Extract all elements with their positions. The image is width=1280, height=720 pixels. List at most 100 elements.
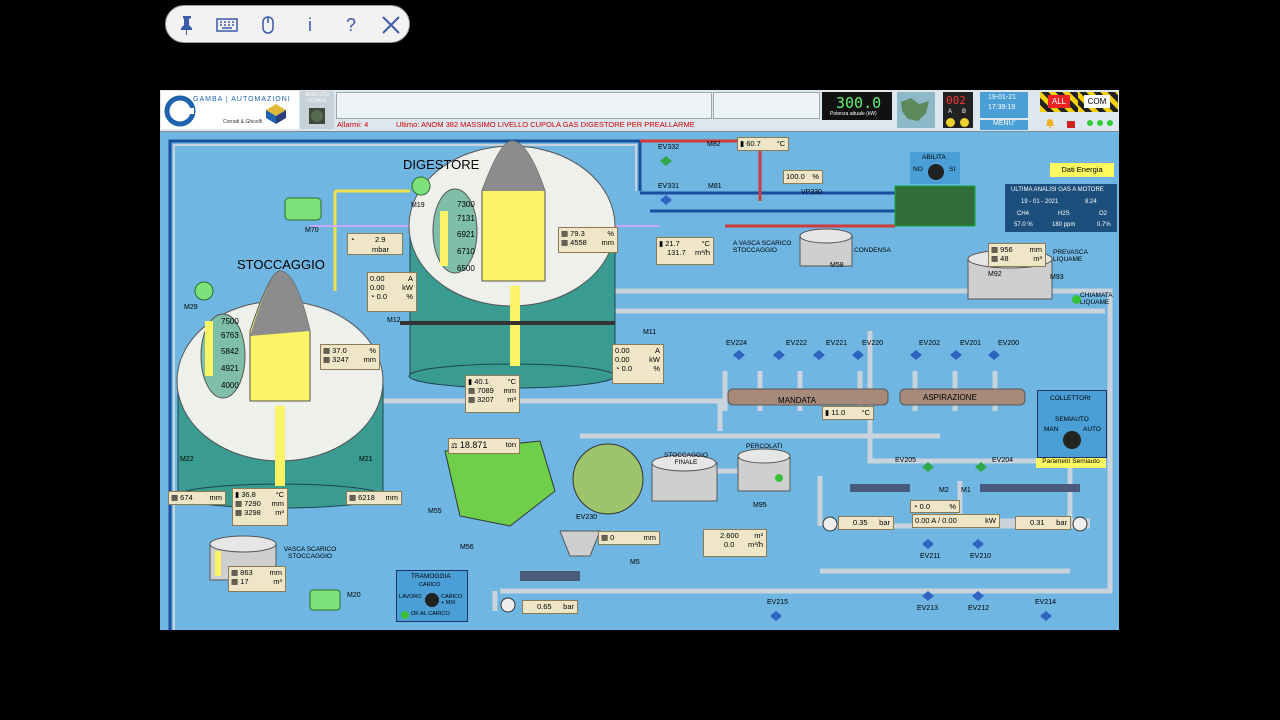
m82-label: M82 <box>707 141 721 148</box>
m19-label: M19 <box>411 202 425 209</box>
counter-value: 002 <box>946 94 966 107</box>
sto-scale-2: 5842 <box>221 347 239 356</box>
parametri-semiauto-button[interactable]: Parametri Semiauto <box>1036 458 1106 468</box>
collettori-panel[interactable]: COLLETTORI SEMIAUTO MAN AUTO <box>1037 390 1107 458</box>
vp330-readout[interactable]: 100.0% <box>783 170 823 184</box>
tramoggia-knob-icon <box>425 593 439 607</box>
mandata-temp-readout[interactable]: ▮ 11.0°C <box>822 406 874 420</box>
ev211-label[interactable]: EV211 <box>920 553 941 560</box>
last-alarm-text[interactable]: Ultimo: ANOM 382 MASSIMO LIVELLO CUPOLA … <box>396 120 695 129</box>
ev213-label[interactable]: EV213 <box>917 605 939 612</box>
gas-analysis-title: ULTIMA ANALISI GAS A MOTORE <box>1011 187 1104 193</box>
abilita-si: SI <box>949 166 956 173</box>
arresto-totale-button[interactable]: ARRESTO TOTALE <box>300 91 334 129</box>
mouse-icon[interactable] <box>255 12 281 38</box>
m21-label: M21 <box>359 456 373 463</box>
gas-temp-readout[interactable]: ▮ 60.7°C <box>737 137 789 151</box>
pin-icon[interactable] <box>174 12 200 38</box>
m12-label: M12 <box>387 317 401 324</box>
collettori-title: COLLETTORI <box>1050 395 1091 402</box>
keyboard-icon[interactable] <box>214 12 240 38</box>
date-text: 19-01-21 <box>988 94 1017 101</box>
chiamata-indicator-icon[interactable] <box>1072 295 1081 304</box>
map-icon[interactable] <box>897 92 935 128</box>
dati-energia-button[interactable]: Dati Energia <box>1050 163 1114 177</box>
alarm-light-icon[interactable] <box>1065 116 1077 134</box>
close-icon[interactable] <box>378 12 404 38</box>
percolati-label: PERCOLATI <box>746 443 783 450</box>
info-icon[interactable]: i <box>308 15 312 35</box>
power-label: Potenza attuale (kW) <box>830 111 877 117</box>
ev215-label[interactable]: EV215 <box>767 599 789 606</box>
gas-analysis-date: 19 - 01 - 2021 <box>1021 199 1059 205</box>
dig-scale-1: 7131 <box>457 214 475 223</box>
stoccaggio-title: STOCCAGGIO <box>237 257 325 272</box>
com-label: COM <box>1084 95 1110 108</box>
m1-label: M1 <box>961 487 971 494</box>
ev214-label[interactable]: EV214 <box>1035 599 1057 606</box>
ev200-label[interactable]: EV200 <box>998 340 1020 347</box>
ev201-label[interactable]: EV201 <box>960 340 982 347</box>
time-text: 17:39:19 <box>988 104 1016 111</box>
menu-button[interactable]: MENU' <box>980 120 1028 130</box>
ev210-label[interactable]: EV210 <box>970 553 992 560</box>
gas-pressure-box[interactable]: ◔ 2.9 mbar <box>347 233 403 255</box>
ev220-label[interactable]: EV220 <box>862 340 884 347</box>
aspirazione-label: ASPIRAZIONE <box>923 393 977 402</box>
ch4-header: CH4 <box>1017 211 1030 217</box>
network-icon[interactable] <box>1085 116 1115 134</box>
alarm-count[interactable]: Allarmi: 4 <box>337 120 369 129</box>
h2s-header: H2S <box>1058 211 1070 217</box>
o2-header: O2 <box>1099 211 1108 217</box>
h2s-value: 180 ppm <box>1052 222 1076 228</box>
abilita-selector[interactable]: ABILITA NO SI <box>910 152 960 184</box>
ev332-label[interactable]: EV332 <box>658 144 680 151</box>
ev204-label[interactable]: EV204 <box>992 457 1014 464</box>
all-label: ALL <box>1048 95 1070 108</box>
ev331-label[interactable]: EV331 <box>658 183 680 190</box>
m20-label: M20 <box>347 592 361 599</box>
m2-label: M2 <box>939 487 949 494</box>
m56-label: M56 <box>460 544 474 551</box>
m95-label: M95 <box>753 502 767 509</box>
dig-scale-4: 6500 <box>457 264 475 273</box>
carico-label: CARICO <box>419 582 441 588</box>
com-button[interactable]: COM <box>1078 92 1118 112</box>
mandata-label: MANDATA <box>778 396 816 405</box>
tramoggia-panel[interactable]: TRAMOGGIA CARICO LAVORO CARICO + MIX OK … <box>396 570 468 622</box>
vp330-label: VP330 <box>801 189 823 196</box>
ev222-label[interactable]: EV222 <box>786 340 808 347</box>
ev212-label[interactable]: EV212 <box>968 605 990 612</box>
help-icon[interactable]: ? <box>345 15 356 35</box>
mode-knob-icon <box>1063 431 1081 449</box>
ev202-label[interactable]: EV202 <box>919 340 941 347</box>
dig-scale-2: 6921 <box>457 230 475 239</box>
ev221-label[interactable]: EV221 <box>826 340 848 347</box>
ev205-label[interactable]: EV205 <box>895 457 917 464</box>
pump-pct-readout[interactable]: ◔ 0.0% <box>910 500 960 513</box>
m58-label: M58 <box>830 262 844 269</box>
ev224-label[interactable]: EV224 <box>726 340 748 347</box>
all-button[interactable]: ALL <box>1040 92 1078 112</box>
company-logo: GAMBA | AUTOMAZIONI Corradi & Ghisolfi <box>161 91 299 129</box>
m29-label: M29 <box>184 304 198 311</box>
bell-icon[interactable] <box>1044 116 1056 134</box>
